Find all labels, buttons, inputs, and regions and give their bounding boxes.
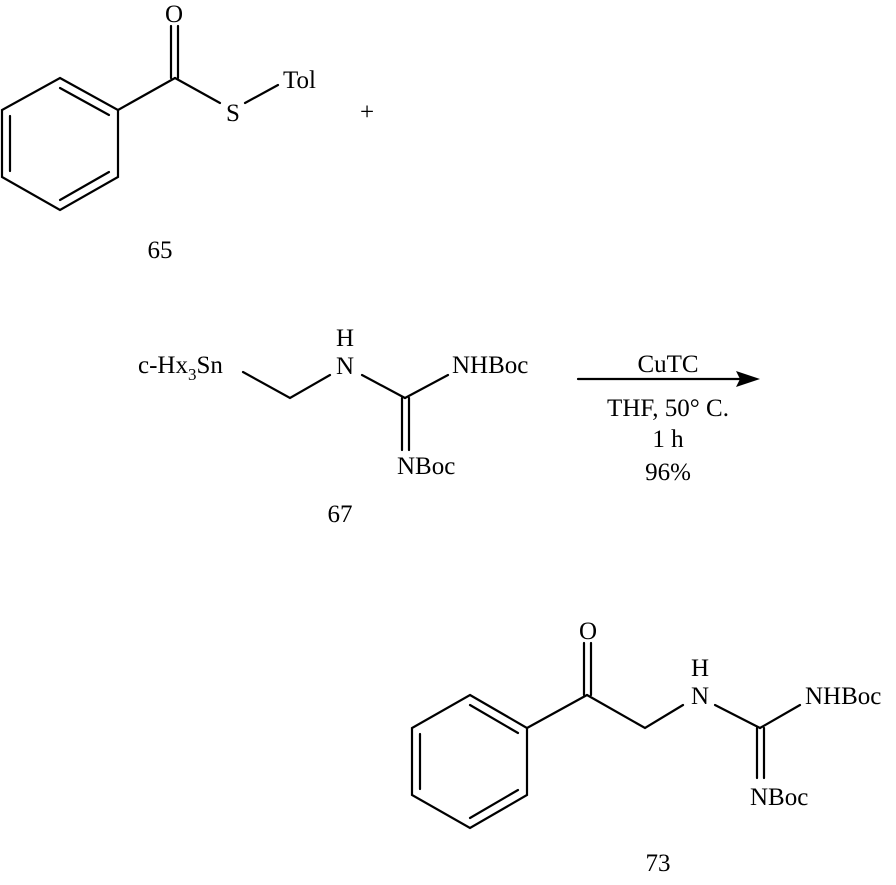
hydrogen-atom: H: [691, 655, 709, 682]
ring-carbonyl-bond: [118, 78, 175, 110]
nitrogen-atom: N: [336, 353, 354, 380]
compound-label-67: 67: [328, 501, 353, 528]
nhboc-group: NHBoc: [452, 352, 528, 379]
compound-67: c-Hx3Sn N H NHBoc NBoc 67: [138, 325, 528, 528]
solvent-temperature-label: THF, 50° C.: [607, 395, 729, 422]
nhboc-group: NHBoc: [805, 683, 881, 710]
nboc-group: NBoc: [750, 784, 808, 811]
oxygen-atom: O: [165, 1, 183, 28]
plus-sign: +: [360, 99, 374, 126]
oxygen-atom: O: [579, 618, 597, 645]
sulfur-tolyl-bond: [245, 85, 278, 103]
methylene-bonds: [243, 372, 330, 398]
sulfur-atom: S: [226, 100, 240, 127]
yield-label: 96%: [645, 459, 691, 486]
tolyl-group: Tol: [283, 67, 316, 94]
reagent-label: CuTC: [637, 351, 698, 378]
nitrogen-atom: N: [691, 683, 709, 710]
benzene-ring: [2, 78, 118, 210]
compound-73: O N H NHBoc NBoc 73: [412, 618, 881, 877]
time-label: 1 h: [652, 426, 684, 453]
stannane-group: c-Hx3Sn: [138, 352, 223, 384]
compound-label-73: 73: [646, 850, 671, 877]
compound-label-65: 65: [148, 237, 173, 264]
compound-65: O S Tol 65: [2, 1, 316, 264]
hydrogen-atom: H: [336, 325, 354, 352]
nboc-group: NBoc: [397, 453, 455, 480]
carbonyl-sulfur-bond: [175, 78, 220, 103]
benzene-ring: [412, 695, 527, 828]
